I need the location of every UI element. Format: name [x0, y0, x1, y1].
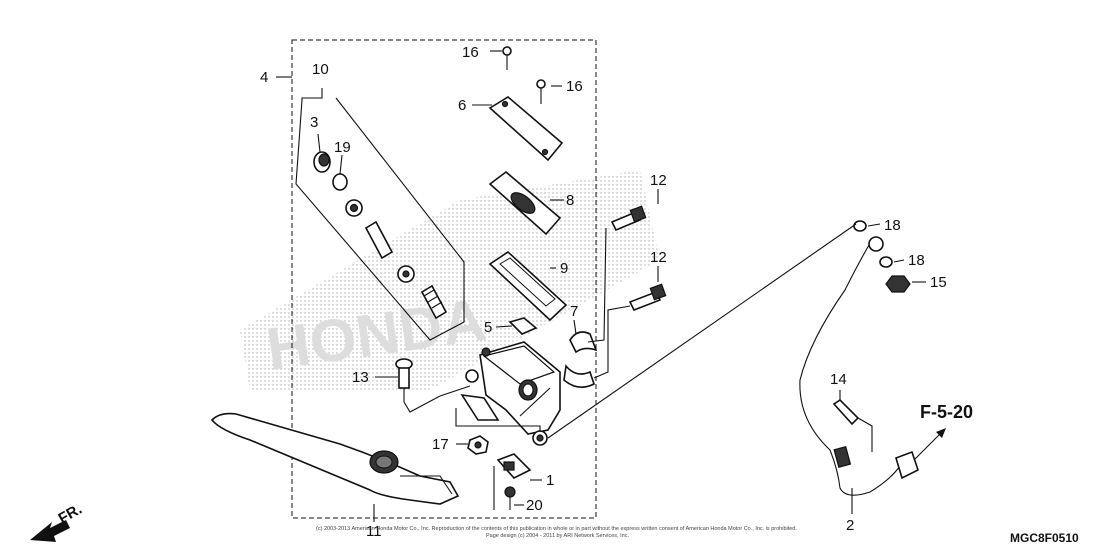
front-arrow-icon [30, 520, 70, 542]
bolt-14 [832, 398, 860, 426]
callout-7: 7 [570, 303, 578, 320]
callout-11: 11 [366, 523, 382, 540]
bolt-12-lower [628, 283, 667, 312]
piston-set-bracket [295, 88, 465, 341]
switch-1 [496, 453, 532, 479]
callout-18-lower: 18 [908, 252, 925, 269]
pivot-bolt-13 [395, 358, 413, 402]
callout-13: 13 [352, 369, 369, 386]
copyright-line-1: (c) 2003-2013 American Honda Motor Co., … [316, 526, 797, 532]
leader-lines [276, 50, 926, 522]
callout-20: 20 [526, 497, 543, 514]
callout-1: 1 [546, 472, 554, 489]
callout-8: 8 [566, 192, 574, 209]
bolt-15 [885, 275, 911, 293]
callout-4: 4 [260, 69, 268, 86]
master-cylinder-body [460, 341, 561, 446]
callout-14: 14 [830, 371, 847, 388]
figure-ref-arrow [913, 428, 946, 461]
washer-18-upper [853, 220, 867, 232]
screw-20 [504, 486, 516, 510]
spring [420, 284, 448, 320]
reservoir-cap [488, 96, 564, 162]
callout-10: 10 [312, 61, 329, 78]
callout-5: 5 [484, 319, 492, 336]
diaphragm-plate [488, 170, 562, 236]
circlip-19 [332, 173, 348, 191]
copyright-line-2: Page design (c) 2004 - 2011 by ARI Netwo… [486, 533, 629, 539]
callout-19: 19 [334, 139, 351, 156]
callout-16-right: 16 [566, 78, 583, 95]
screw-16-right [536, 79, 546, 104]
honda-watermark: HONDA [240, 170, 660, 390]
callout-15: 15 [930, 274, 947, 291]
brake-hose-2 [799, 236, 919, 496]
assembly-box [291, 39, 597, 519]
figure-ref: F-5-20 [920, 402, 973, 422]
washer-18-lower [879, 256, 893, 268]
piston [364, 220, 394, 260]
callout-12-lower: 12 [650, 249, 667, 266]
callout-2: 2 [846, 517, 854, 534]
clip-5 [508, 317, 538, 335]
callout-18-upper: 18 [884, 217, 901, 234]
piston-cup [397, 265, 415, 283]
callout-9: 9 [560, 260, 568, 277]
diagram-code: MGC8F0510 [1010, 531, 1079, 545]
diaphragm [488, 250, 568, 322]
callout-16-top: 16 [462, 44, 479, 61]
holder-7 [563, 331, 598, 388]
bolt-12-upper [610, 205, 647, 232]
callout-labels: 4 10 16 16 6 3 19 8 9 5 7 12 12 13 17 1 … [260, 44, 947, 540]
screw-16-top [502, 46, 512, 70]
boot-3 [313, 151, 331, 173]
piston-seal [345, 199, 363, 217]
nut-17 [467, 435, 489, 455]
callout-17: 17 [432, 436, 449, 453]
callout-12-upper: 12 [650, 172, 667, 189]
brake-lever-11 [210, 412, 460, 505]
callout-3: 3 [310, 114, 318, 131]
callout-6: 6 [458, 97, 466, 114]
